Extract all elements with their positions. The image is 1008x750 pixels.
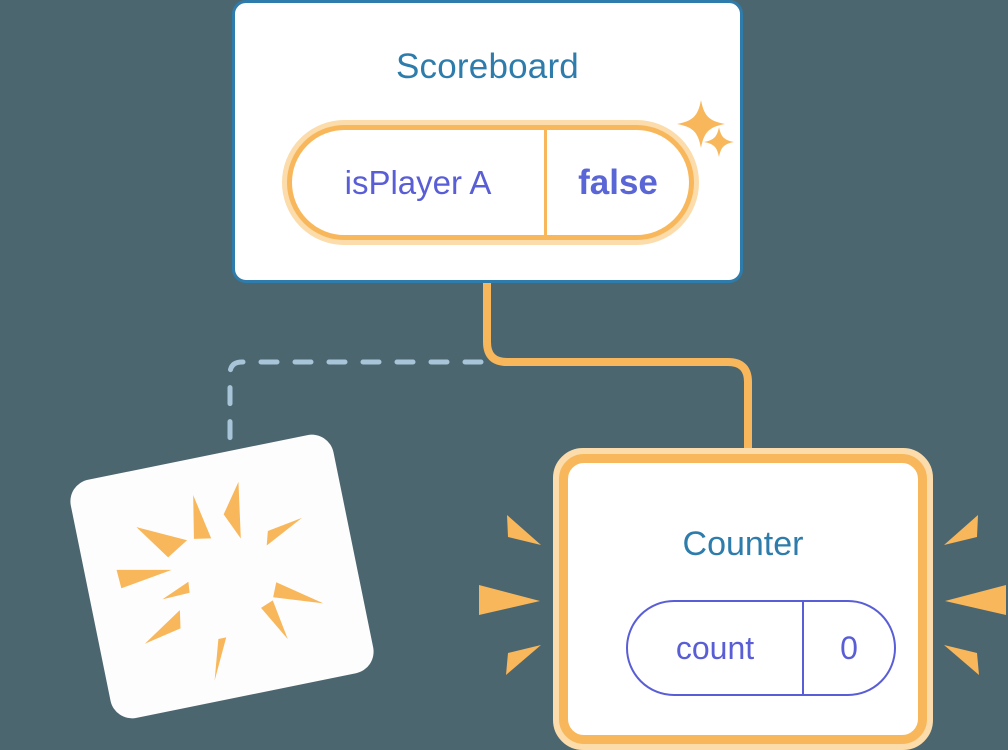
burst-ray	[214, 637, 227, 681]
counter-pill-value: 0	[840, 629, 858, 666]
scoreboard-pill-value: false	[578, 162, 658, 202]
burst-ray	[506, 645, 541, 675]
scoreboard-state-pill[interactable]: isPlayer A false	[282, 120, 699, 245]
burst-ray	[223, 481, 241, 539]
burst-ray	[944, 515, 978, 545]
counter-state-pill[interactable]: count 0	[626, 600, 896, 696]
burst-ray	[261, 600, 288, 640]
burst-ray	[945, 585, 1006, 615]
burst-ray	[479, 585, 540, 615]
burst-ray	[144, 610, 181, 644]
pill-highlight-glow	[282, 120, 699, 245]
counter-card[interactable]: Counter count 0	[553, 448, 933, 750]
burst-ray	[136, 527, 188, 558]
counter-pill-key: count	[675, 629, 755, 666]
scoreboard-title: Scoreboard	[396, 47, 579, 86]
pill-divider	[544, 125, 547, 240]
burst-ray	[944, 645, 979, 675]
orange-connector-to-counter	[483, 280, 752, 470]
counter-burst-rays-right	[944, 515, 1006, 675]
ghost-card[interactable]	[66, 430, 378, 723]
scoreboard-card[interactable]: Scoreboard isPlayer A false	[232, 0, 743, 283]
counter-burst-rays-left	[479, 515, 541, 675]
burst-ray	[266, 517, 302, 546]
ghost-card-burst-rays	[116, 481, 324, 681]
scoreboard-pill-key: isPlayer A	[344, 163, 492, 201]
burst-ray	[273, 582, 324, 604]
burst-ray	[116, 569, 172, 589]
burst-ray	[193, 495, 212, 539]
pill-divider	[802, 600, 804, 696]
burst-ray	[507, 515, 541, 545]
counter-title: Counter	[682, 525, 804, 563]
burst-ray	[162, 581, 190, 600]
